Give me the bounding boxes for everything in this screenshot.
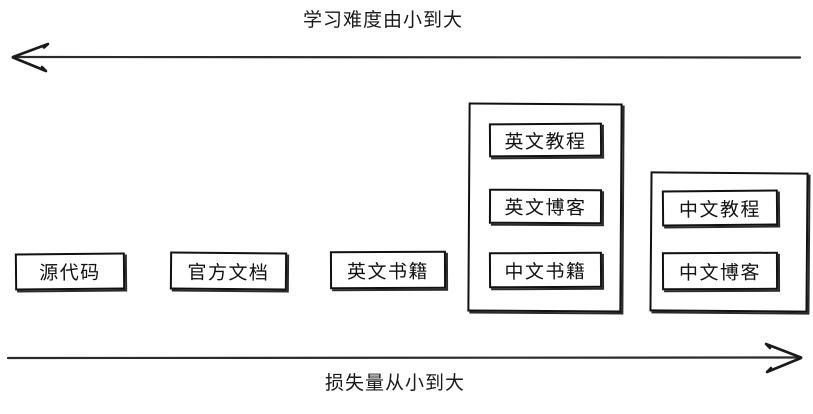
bottom-axis-label: 损失量从小到大 — [324, 372, 465, 394]
node-label: 源代码 — [39, 261, 101, 285]
top-axis-label: 学习难度由小到大 — [302, 9, 463, 31]
node-english-books[interactable]: 英文书籍 — [329, 250, 447, 290]
node-label: 官方文档 — [187, 261, 270, 284]
node-official-docs[interactable]: 官方文档 — [169, 251, 288, 291]
bottom-arrow-right-icon — [6, 342, 803, 374]
node-chinese-blogs[interactable]: 中文博客 — [661, 251, 779, 291]
node-label: 中文博客 — [678, 261, 762, 284]
top-arrow-left-icon — [11, 42, 802, 73]
node-english-blogs[interactable]: 英文博客 — [488, 188, 603, 225]
node-label: 英文博客 — [504, 196, 587, 220]
node-source-code[interactable]: 源代码 — [14, 252, 126, 291]
node-label: 英文书籍 — [346, 260, 430, 283]
node-chinese-books[interactable]: 中文书籍 — [488, 251, 603, 289]
node-label: 英文教程 — [504, 130, 587, 153]
node-label: 中文书籍 — [504, 260, 587, 283]
node-english-tutorials[interactable]: 英文教程 — [488, 122, 603, 158]
node-label: 中文教程 — [678, 198, 762, 221]
node-chinese-tutorials[interactable]: 中文教程 — [661, 189, 779, 227]
